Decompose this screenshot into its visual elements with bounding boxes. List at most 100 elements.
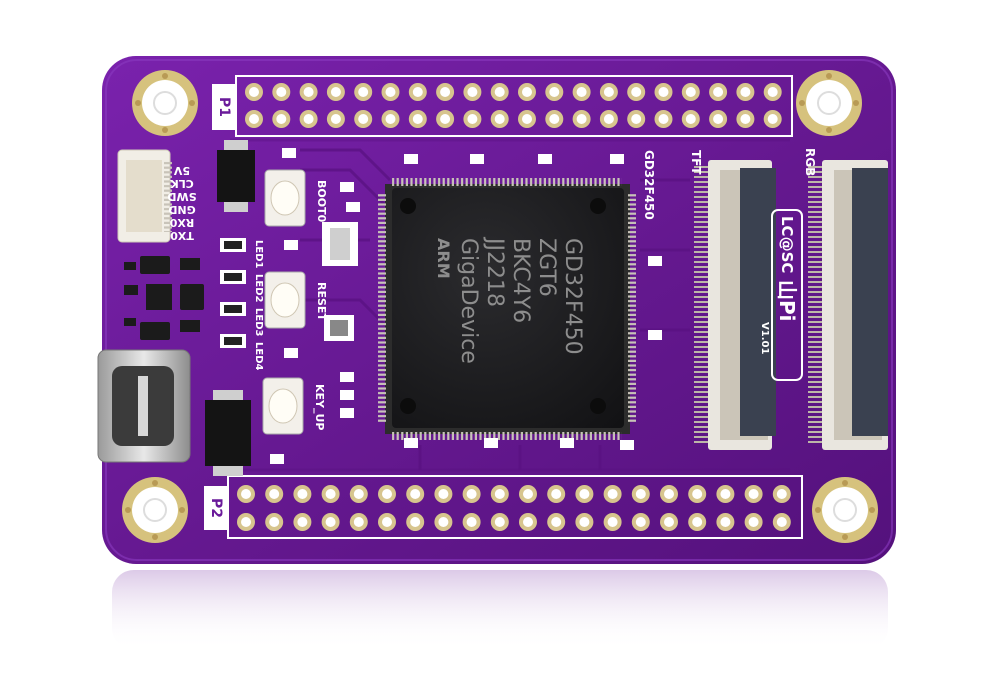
p2-pin (688, 513, 707, 531)
chip-marking: GD32F450 ZGT6 BKC4Y6 JJ2218 GigaDevice A… (434, 236, 585, 364)
p2-pin (603, 513, 622, 531)
p1-pin (709, 83, 728, 101)
p2-pin (265, 485, 284, 503)
led4-label: LED4 (253, 342, 264, 371)
p2-pin (744, 513, 763, 531)
p2-pin (406, 513, 425, 531)
p2-pin (575, 513, 594, 531)
rgb-connector (808, 160, 888, 450)
p2-pin (462, 513, 481, 531)
p1-pin (354, 83, 373, 101)
header-p2: P2 (204, 475, 803, 539)
p1-pin (736, 110, 755, 128)
p1-pin (490, 110, 509, 128)
p2-pin (772, 485, 791, 503)
p1-pin (599, 83, 618, 101)
p1-pin (736, 83, 755, 101)
crystal-small (324, 315, 354, 341)
chip-line-3: BKC4Y6 (508, 238, 533, 323)
p1-pin (245, 83, 263, 101)
p2-pin (631, 485, 650, 503)
p1-pin (381, 110, 400, 128)
reset-button (264, 271, 306, 329)
p1-pin (627, 110, 646, 128)
p1-pin (272, 110, 291, 128)
led-column (220, 238, 246, 348)
p2-pin (631, 513, 650, 531)
key-up-button (262, 377, 304, 435)
p2-pin (378, 485, 396, 503)
p2-pin (349, 513, 368, 531)
uart-label: GND (168, 203, 195, 216)
p2-pin (603, 485, 622, 503)
p1-pin (272, 83, 291, 101)
p1-pin (354, 110, 373, 128)
smd-components-left (124, 256, 204, 340)
tft-connector (694, 160, 776, 450)
p2-pin (434, 485, 453, 503)
rgb-label: RGB (803, 148, 817, 176)
p2-pin (462, 485, 481, 503)
mcu-chip (378, 178, 636, 440)
boot-button (264, 169, 306, 227)
p2-pin (716, 485, 735, 503)
p2-pin (237, 485, 255, 503)
board-reflection (112, 570, 888, 650)
chip-logo: ARM (434, 238, 453, 279)
passive-components (270, 148, 662, 464)
uart-label: SWD (167, 190, 196, 203)
header-p1: P1 (212, 75, 793, 137)
product-name: 山Pi (775, 280, 799, 322)
p2-pin (772, 513, 791, 531)
p1-pin (545, 83, 564, 101)
p1-pin (681, 83, 700, 101)
p2-pin (378, 513, 396, 531)
led3-label: LED3 (253, 308, 264, 337)
p1-pin (436, 83, 455, 101)
mounting-hole-tl (132, 70, 198, 136)
p1-pin (545, 110, 564, 128)
brand-logo: LC@SC 山Pi V1.01 (759, 209, 803, 381)
p2-pin (293, 513, 312, 531)
p1-pin (599, 110, 618, 128)
p2-pin (265, 513, 284, 531)
p1-pin (490, 83, 509, 101)
chip-line-5: GigaDevice (456, 238, 481, 364)
p2-pin (434, 513, 453, 531)
p1-pin (763, 83, 782, 101)
p1-pin (681, 110, 700, 128)
p2-pin (349, 485, 368, 503)
mcu-label: GD32F450 (642, 150, 656, 220)
led1-label: LED1 (253, 240, 264, 269)
p2-pin (321, 485, 340, 503)
p1-pin (627, 83, 646, 101)
diode-top (217, 150, 255, 202)
header-p1-label: P1 (216, 97, 232, 117)
uart-connector (117, 149, 172, 243)
p1-pin (408, 83, 427, 101)
p2-pin (321, 513, 340, 531)
p2-pin (660, 485, 678, 503)
p1-pin (299, 83, 318, 101)
uart-label: TX0 (170, 229, 194, 242)
p1-pin (654, 110, 673, 128)
copper-traces (230, 138, 790, 472)
p1-pin (463, 83, 482, 101)
uart-label: RX0 (169, 216, 194, 229)
logo-text: LC@SC (778, 216, 796, 273)
diode-bottom (205, 400, 251, 466)
reset-label: RESET (315, 282, 328, 321)
p2-pin (490, 485, 509, 503)
chip-line-2: ZGT6 (534, 238, 559, 297)
p1-pin (299, 110, 318, 128)
key-up-label: KEY_UP (313, 384, 326, 431)
p1-pin (572, 83, 591, 101)
p1-pin (654, 83, 673, 101)
p1-pin (572, 110, 591, 128)
led-labels: LED1 LED2 LED3 LED4 (253, 240, 264, 371)
uart-labels: TX0RX0GNDSWDCLK5V (167, 164, 196, 242)
boot-label: BOOT0 (315, 180, 328, 223)
uart-label: CLK (170, 177, 194, 190)
mounting-hole-tr (796, 70, 862, 136)
tft-label: TFT (689, 150, 703, 175)
